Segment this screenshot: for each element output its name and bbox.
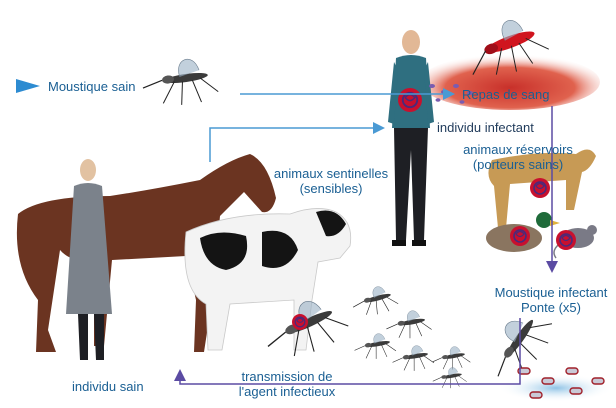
pathogen-icon-dog (530, 178, 550, 198)
label-infected-mosquito-line1: Moustique infectant (486, 285, 616, 300)
pathogen-icon-mouse (556, 230, 576, 250)
label-transmission: transmission de l'agent infectieux (222, 369, 352, 399)
start-arrow-icon (16, 79, 40, 93)
label-blood-meal: Repas de sang (462, 87, 549, 102)
label-infected-mosquito: Moustique infectant Ponte (x5) (486, 285, 616, 315)
label-sentinel-animals: animaux sentinelles (sensibles) (256, 166, 406, 196)
label-reservoir-animals: animaux réservoirs (porteurs sains) (438, 142, 598, 172)
label-transmission-line2: l'agent infectieux (222, 384, 352, 399)
label-healthy-mosquito: Moustique sain (48, 79, 135, 94)
label-sentinel-animals-line2: (sensibles) (256, 181, 406, 196)
label-transmission-line1: transmission de (222, 369, 352, 384)
label-reservoir-animals-line1: animaux réservoirs (438, 142, 598, 157)
label-reservoir-animals-line2: (porteurs sains) (438, 157, 598, 172)
infected-individual-figure (388, 30, 434, 246)
healthy-mosquito-icon (140, 56, 219, 110)
label-infected-mosquito-line2: Ponte (x5) (486, 300, 616, 315)
pathogen-icon-infected-individual (398, 88, 422, 112)
label-healthy-individual: individu sain (72, 379, 144, 394)
pathogen-icon-mosquito-swarm (292, 314, 308, 330)
pathogen-icon-duck (510, 226, 530, 246)
sentinel-cow-figure (185, 208, 351, 350)
arrow-sentinels-to-infected (210, 128, 382, 162)
label-infected-individual: individu infectant (437, 120, 534, 135)
label-sentinel-animals-line1: animaux sentinelles (256, 166, 406, 181)
